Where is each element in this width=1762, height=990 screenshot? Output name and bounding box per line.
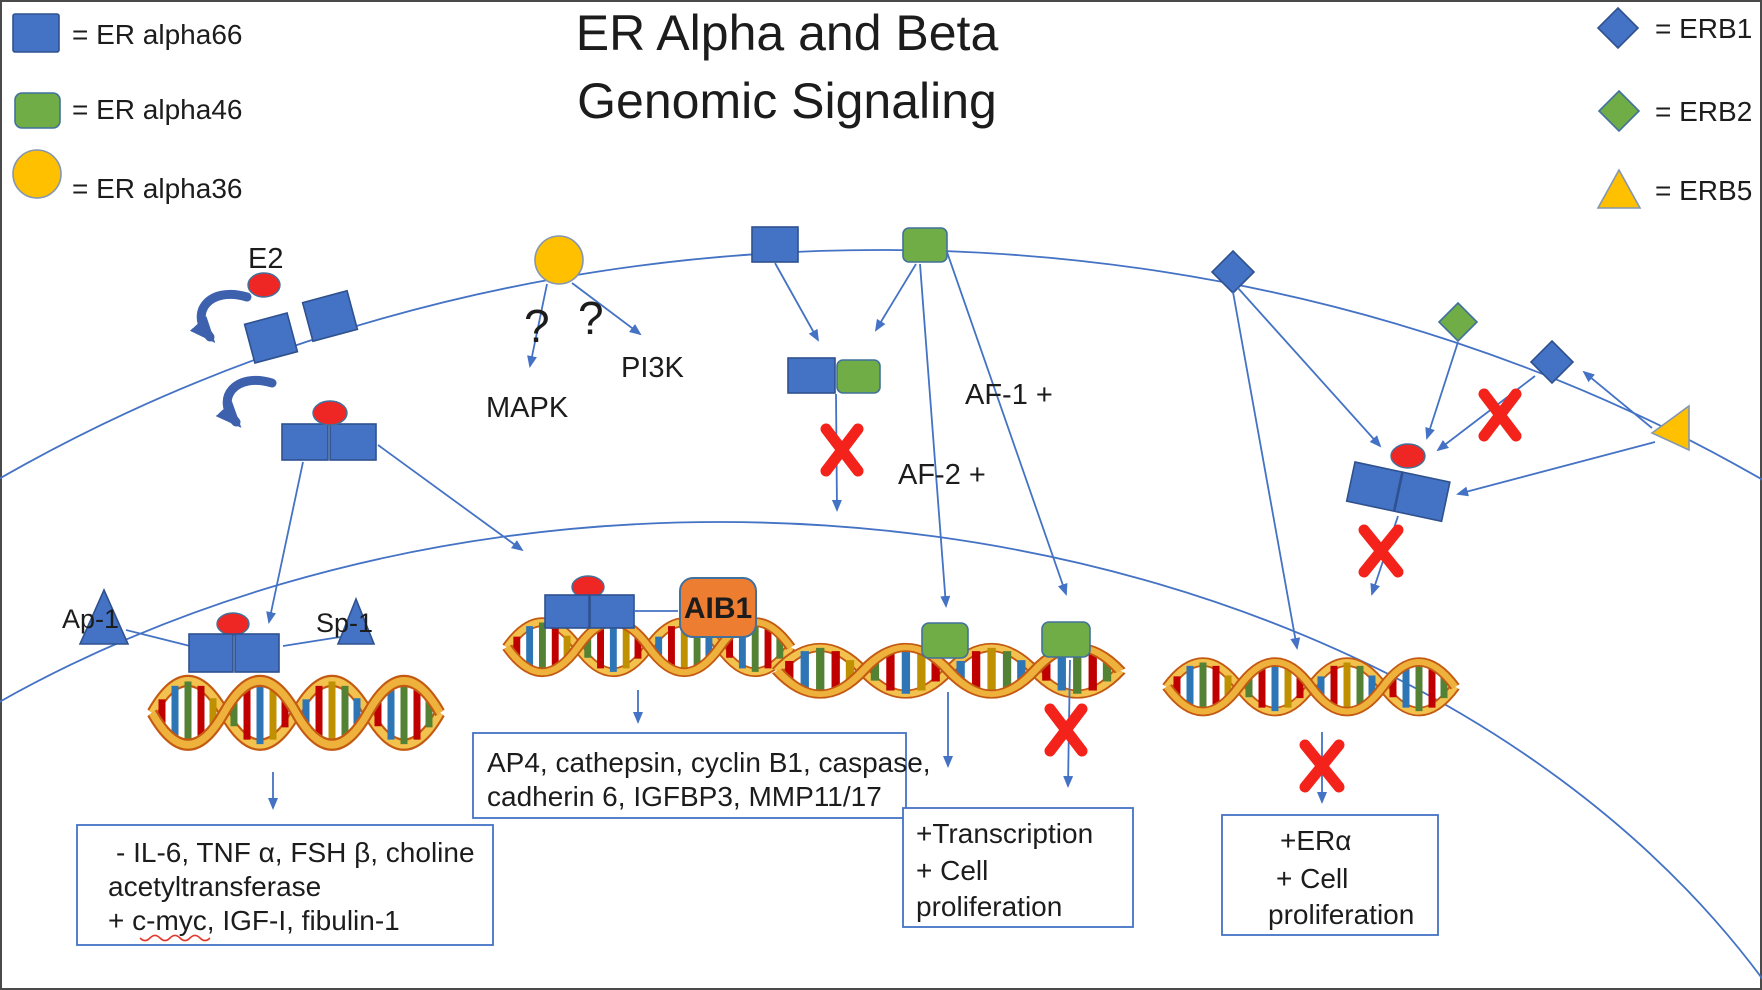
er-alpha36-legend-icon — [12, 149, 62, 199]
e2-ligand-on-dna-dimer — [216, 612, 250, 636]
legend-label-er-alpha46: = ER alpha46 — [72, 94, 242, 125]
curved-arrow-dimerization — [215, 375, 277, 428]
alpha46-on-dna-left — [921, 622, 969, 659]
question-mark-mapk: ? — [524, 300, 550, 352]
ap1-label: Ap-1 — [62, 604, 119, 634]
aib1-label: AIB1 — [684, 592, 752, 625]
sp1-label: Sp-1 — [316, 608, 373, 638]
aib1-dimer-right — [589, 594, 635, 629]
arrow-erb1b-to-dimer-blocked — [1436, 375, 1536, 452]
transcription-result-box — [902, 807, 1134, 928]
legend-label-er-alpha36: = ER alpha36 — [72, 173, 242, 204]
spellcheck-squiggle — [139, 934, 211, 942]
e2-label: E2 — [248, 243, 283, 275]
red-x-icon-heterodimer — [820, 423, 864, 477]
erb5-receptor — [1650, 404, 1690, 452]
arrow-erb5-to-erb1 — [1582, 370, 1653, 429]
er-alpha66-dimer-right — [329, 423, 377, 461]
question-mark-pi3k: ? — [578, 292, 604, 344]
red-x-icon-erb1b — [1478, 388, 1522, 442]
diagram-title-line1: ER Alpha and Beta — [576, 5, 999, 61]
red-x-icon-dna4 — [1299, 739, 1345, 793]
transcription-line3: proliferation — [916, 891, 1062, 922]
arrow-erb5-to-dimer — [1456, 441, 1656, 497]
aib1-dimer-left — [544, 594, 590, 629]
ap4-box-line1: AP4, cathepsin, cyclin B1, caspase, — [487, 747, 931, 778]
arrow-alpha66-to-heterodimer — [774, 262, 819, 342]
arrow-af1-to-ere — [946, 251, 1068, 596]
legend-label-er-alpha66: = ER alpha66 — [72, 19, 242, 50]
red-x-icon-erb-dimer — [1358, 524, 1404, 578]
ap4-target-genes-box — [472, 732, 907, 819]
ap1-factor-triangle — [78, 588, 130, 645]
er-alpha46-legend-icon — [14, 92, 61, 129]
erb2-legend-icon — [1597, 89, 1641, 133]
sp1-factor-triangle — [336, 596, 376, 645]
af1-label: AF-1 + — [965, 379, 1053, 411]
era-line3: proliferation — [1268, 899, 1414, 930]
e2-ligand — [247, 272, 281, 298]
arrow-dimer-to-ap1-complex — [266, 461, 304, 624]
erb1-receptor-2 — [1529, 339, 1575, 385]
aib1-coactivator-box — [679, 577, 757, 638]
er-alpha66-membrane — [751, 226, 799, 263]
il6-box-line1: - IL-6, TNF α, FSH β, choline — [116, 837, 475, 868]
legend-label-erb1: = ERB1 — [1655, 13, 1752, 44]
heterodimer-alpha46 — [836, 359, 881, 394]
legend-label-erb5: = ERB5 — [1655, 175, 1752, 206]
arrow-to-pi3k — [571, 282, 642, 336]
pi3k-label: PI3K — [621, 352, 685, 384]
era-line1: +ERα — [1280, 825, 1351, 856]
arrow-to-mapk — [527, 283, 548, 368]
er-alpha36-receptor — [534, 235, 584, 285]
er-alpha66-monomer — [301, 289, 359, 343]
legend-label-erb2: = ERB2 — [1655, 96, 1752, 127]
e2-ligand-on-erb-dimer — [1390, 443, 1426, 469]
er-alpha46-membrane — [902, 227, 948, 263]
erb1-legend-icon — [1596, 6, 1640, 50]
arrow-af2-to-ere — [919, 263, 951, 608]
sp1-connector — [282, 636, 341, 647]
af2-label: AF-2 + — [898, 459, 986, 491]
dna-dimer-right — [234, 633, 280, 673]
nuclear-membrane — [0, 521, 1762, 981]
er-alpha66-monomer — [243, 312, 299, 364]
dna-helix-1 — [152, 681, 440, 745]
erb2-receptor — [1437, 301, 1479, 343]
arrow-dimer-to-aib1-complex — [377, 444, 524, 552]
e2-ligand-on-dimer — [312, 400, 348, 426]
ap4-box-line2: cadherin 6, IGFBP3, MMP11/17 — [487, 781, 882, 812]
cell-membrane — [0, 249, 1762, 481]
red-x-icon-dna3 — [1044, 703, 1088, 757]
erb-dimer — [1345, 461, 1451, 523]
arrow-erb1-to-dimer — [1237, 287, 1382, 448]
era-result-box — [1221, 814, 1439, 936]
er-alpha66-legend-icon — [12, 13, 60, 53]
il6-box-line2: acetyltransferase — [108, 871, 321, 902]
transcription-line2: + Cell — [916, 855, 988, 886]
curved-arrow-e2-binding — [189, 289, 252, 344]
transcription-line1: +Transcription — [916, 818, 1093, 849]
alpha46-on-dna-right — [1041, 621, 1091, 658]
arrow-alpha46-to-heterodimer — [874, 263, 917, 332]
er-alpha66-dimer-left — [281, 423, 329, 461]
era-line2: + Cell — [1276, 863, 1348, 894]
erb5-legend-icon — [1596, 168, 1642, 209]
mapk-label: MAPK — [486, 392, 569, 424]
arrow-erb2-to-dimer — [1425, 341, 1459, 440]
dna-dimer-left — [188, 633, 234, 673]
il6-box-line3: + c-myc, IGF-I, fibulin-1 — [108, 905, 400, 936]
il6-target-genes-box — [76, 824, 494, 946]
arrow-erb1-to-dna — [1232, 291, 1301, 650]
ap1-connector — [125, 629, 191, 647]
diagram-title-line2: Genomic Signaling — [577, 73, 997, 129]
heterodimer-alpha66 — [787, 357, 836, 394]
